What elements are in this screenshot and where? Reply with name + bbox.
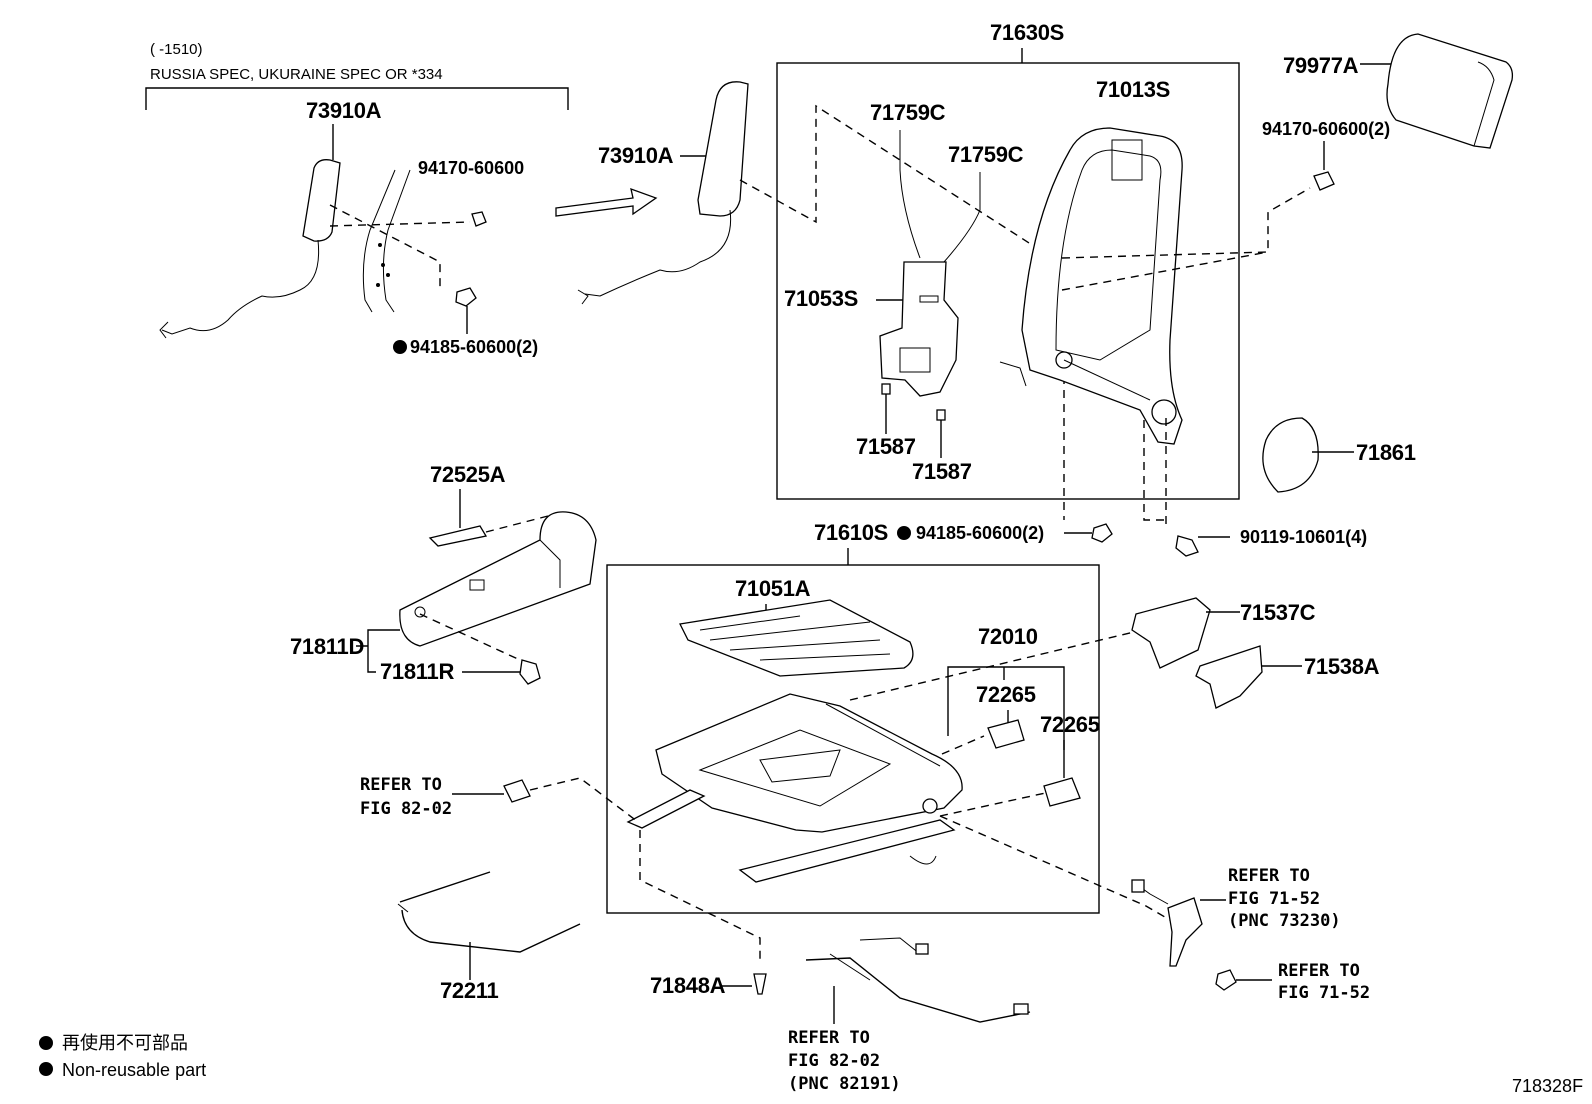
legend-text-jp: 再使用不可部品 xyxy=(62,1033,188,1053)
ref-82-02-left-line1[interactable]: REFER TO xyxy=(360,775,442,795)
leader-dash-airbag-left xyxy=(329,204,471,290)
cover-71537C[interactable] xyxy=(1131,597,1211,669)
nut-94185-60600-left-icon[interactable] xyxy=(455,287,477,307)
wire-72211[interactable] xyxy=(397,871,581,953)
leader-dash-71537C xyxy=(849,631,1135,701)
part-label-71053S[interactable]: 71053S xyxy=(784,286,858,311)
cover-71538A[interactable] xyxy=(1195,645,1263,709)
ref-82-02-left-line2[interactable]: FIG 82-02 xyxy=(360,799,452,819)
part-label-71759C-b[interactable]: 71759C xyxy=(948,142,1024,167)
latch-72265-a[interactable] xyxy=(987,719,1025,749)
part-label-71759C-a[interactable]: 71759C xyxy=(870,100,946,125)
part-label-94170-60600-2[interactable]: 94170-60600(2) xyxy=(1262,119,1390,139)
part-label-71538A[interactable]: 71538A xyxy=(1304,654,1380,679)
ref-71-52-line1[interactable]: REFER TO xyxy=(1278,961,1360,981)
legend-dot-en xyxy=(39,1062,53,1076)
shield-71811[interactable] xyxy=(399,511,597,647)
replaced-by-arrow-icon xyxy=(555,187,658,217)
part-label-79977A[interactable]: 79977A xyxy=(1283,53,1359,78)
leader-dash-backbolt-2 xyxy=(1061,251,1269,291)
part-label-72265-a[interactable]: 72265 xyxy=(976,682,1036,707)
ref-82-02-bottom-line1[interactable]: REFER TO xyxy=(788,1028,870,1048)
ref-71-52-pnc-line3[interactable]: (PNC 73230) xyxy=(1228,911,1341,931)
cover-71861[interactable] xyxy=(1262,417,1319,493)
seat-cushion-frame-71610S[interactable] xyxy=(626,693,963,883)
part-label-94185-60600-2-top[interactable]: 94185-60600(2) xyxy=(410,337,538,357)
seat-harness-82191[interactable] xyxy=(805,937,1031,1023)
seatback-frame-section xyxy=(362,169,411,313)
part-label-94170-60600[interactable]: 94170-60600 xyxy=(418,158,524,178)
bolt-ref-71-52-icon[interactable] xyxy=(1215,969,1237,991)
box-71610S xyxy=(606,564,1100,914)
seat-belt-buckle-73230[interactable] xyxy=(1131,879,1203,967)
bolt-94170-60600-left-icon[interactable] xyxy=(471,211,487,227)
seat-spring-71051A[interactable] xyxy=(679,599,914,677)
leader-dash-72265-a xyxy=(941,735,985,755)
leader-71811D xyxy=(356,629,400,673)
part-label-71587-a[interactable]: 71587 xyxy=(856,434,916,459)
cover-72525A[interactable] xyxy=(428,525,488,547)
figure-id: 718328F xyxy=(1512,1076,1583,1096)
part-label-71013S[interactable]: 71013S xyxy=(1096,77,1170,102)
part-label-71861[interactable]: 71861 xyxy=(1356,440,1416,465)
part-label-72265-b[interactable]: 72265 xyxy=(1040,712,1100,737)
part-label-71811R[interactable]: 71811R xyxy=(380,659,455,684)
box-71630S xyxy=(776,62,1240,500)
clip-71587-a[interactable] xyxy=(881,383,891,395)
part-label-71537C[interactable]: 71537C xyxy=(1240,600,1316,625)
part-label-72211[interactable]: 72211 xyxy=(440,978,499,1003)
legend-text-en: Non-reusable part xyxy=(62,1060,206,1080)
leader-dash-ref-82-02 xyxy=(529,777,639,823)
part-label-71630S[interactable]: 71630S xyxy=(990,20,1064,45)
ref-71-52-line2[interactable]: FIG 71-52 xyxy=(1278,983,1370,1003)
part-label-72525A[interactable]: 72525A xyxy=(430,462,506,487)
leader-dash-buckle xyxy=(939,815,1171,921)
part-label-71811D[interactable]: 71811D xyxy=(290,634,364,659)
nut-94185-60600-mid-icon[interactable] xyxy=(1091,523,1113,543)
part-label-71848A[interactable]: 71848A xyxy=(650,973,726,998)
ref-71-52-pnc-line1[interactable]: REFER TO xyxy=(1228,866,1310,886)
leader-dash-71848A xyxy=(639,830,761,960)
clip-71848A-icon[interactable] xyxy=(753,973,767,995)
part-label-71587-b[interactable]: 71587 xyxy=(912,459,972,484)
leader-dash-backbolt-1 xyxy=(1061,187,1311,259)
seatback-frame-71013S[interactable] xyxy=(999,127,1183,445)
leader-dash-72265-b xyxy=(939,791,1051,817)
ref-82-02-bottom-line2[interactable]: FIG 82-02 xyxy=(788,1051,880,1071)
spec-range-note: ( -1510) xyxy=(150,41,203,58)
lumbar-support-71053S[interactable] xyxy=(879,130,981,397)
part-label-71051A[interactable]: 71051A xyxy=(735,576,811,601)
part-label-72010[interactable]: 72010 xyxy=(978,624,1038,649)
part-label-90119-10601-4[interactable]: 90119-10601(4) xyxy=(1240,527,1367,547)
pad-79977A[interactable] xyxy=(1386,33,1514,149)
non-reusable-dot-94185-mid xyxy=(897,526,911,540)
clip-71587-b[interactable] xyxy=(936,409,946,421)
leader-dash-71811 xyxy=(419,613,521,661)
part-label-94185-60600-2-mid[interactable]: 94185-60600(2) xyxy=(916,523,1044,543)
leader-72010 xyxy=(947,666,1065,750)
bolt-94170-60600-right-icon[interactable] xyxy=(1313,171,1335,191)
non-reusable-dot-94185-top xyxy=(393,340,407,354)
bolt-90119-10601-icon[interactable] xyxy=(1175,535,1199,557)
legend-dot-jp xyxy=(39,1036,53,1050)
spec-condition-note: RUSSIA SPEC, UKURAINE SPEC OR *334 xyxy=(150,66,443,83)
clip-71811R-icon[interactable] xyxy=(519,659,541,685)
leader-dash-72525A xyxy=(485,515,549,533)
ref-71-52-pnc-line2[interactable]: FIG 71-52 xyxy=(1228,889,1320,909)
airbag-module-right[interactable] xyxy=(577,81,749,305)
connector-ref-82-02-icon[interactable] xyxy=(503,779,531,803)
latch-72265-b[interactable] xyxy=(1043,777,1081,807)
spec-bracket xyxy=(145,87,569,110)
part-label-71610S[interactable]: 71610S xyxy=(814,520,888,545)
airbag-module-left[interactable] xyxy=(159,159,341,339)
part-label-73910A-left[interactable]: 73910A xyxy=(306,98,382,123)
ref-82-02-bottom-line3[interactable]: (PNC 82191) xyxy=(788,1074,901,1094)
leader-dash-pivot xyxy=(1143,418,1170,530)
part-label-73910A-right[interactable]: 73910A xyxy=(598,143,674,168)
